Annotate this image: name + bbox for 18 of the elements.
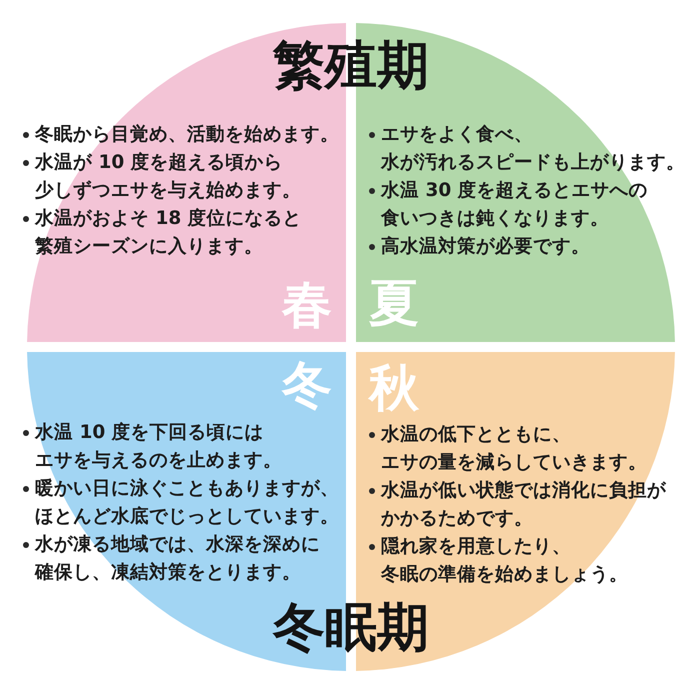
bullet-item: 暖かい日に泳ぐこともありますが、ほとんど水底でじっとしています。 bbox=[22, 475, 339, 531]
bullet-item: 水温が 10 度を超える頃から少しずつエサを与え始めます。 bbox=[22, 149, 301, 205]
season-label: 秋 bbox=[369, 363, 419, 413]
period-label: 冬眠期 bbox=[273, 602, 429, 654]
bullet-item: 水温 30 度を超えるとエサへの食いつきは鈍くなります。 bbox=[368, 177, 648, 233]
bullet-item: 冬眠から目覚め、活動を始めます。 bbox=[22, 121, 339, 149]
bullet-item: エサをよく食べ、水が汚れるスピードも上がります。 bbox=[368, 121, 685, 177]
bullet-item: 水温が低い状態では消化に負担がかかるためです。 bbox=[368, 477, 666, 533]
season-label: 夏 bbox=[369, 278, 419, 328]
bullet-item: 水温がおよそ 18 度位になると繁殖シーズンに入ります。 bbox=[22, 205, 302, 261]
bullet-item: 水温の低下とともに、エサの量を減らしていきます。 bbox=[368, 421, 647, 477]
bullet-item: 高水温対策が必要です。 bbox=[368, 233, 590, 261]
bullet-item: 隠れ家を用意したり、冬眠の準備を始めましょう。 bbox=[368, 533, 628, 589]
season-label: 冬 bbox=[282, 360, 332, 410]
period-label: 繁殖期 bbox=[273, 40, 429, 92]
bullet-item: 水温 10 度を下回る頃にはエサを与えるのを止めます。 bbox=[22, 419, 282, 475]
season-label: 春 bbox=[282, 280, 332, 330]
bullet-item: 水が凍る地域では、水深を深めに確保し、凍結対策をとります。 bbox=[22, 531, 320, 587]
